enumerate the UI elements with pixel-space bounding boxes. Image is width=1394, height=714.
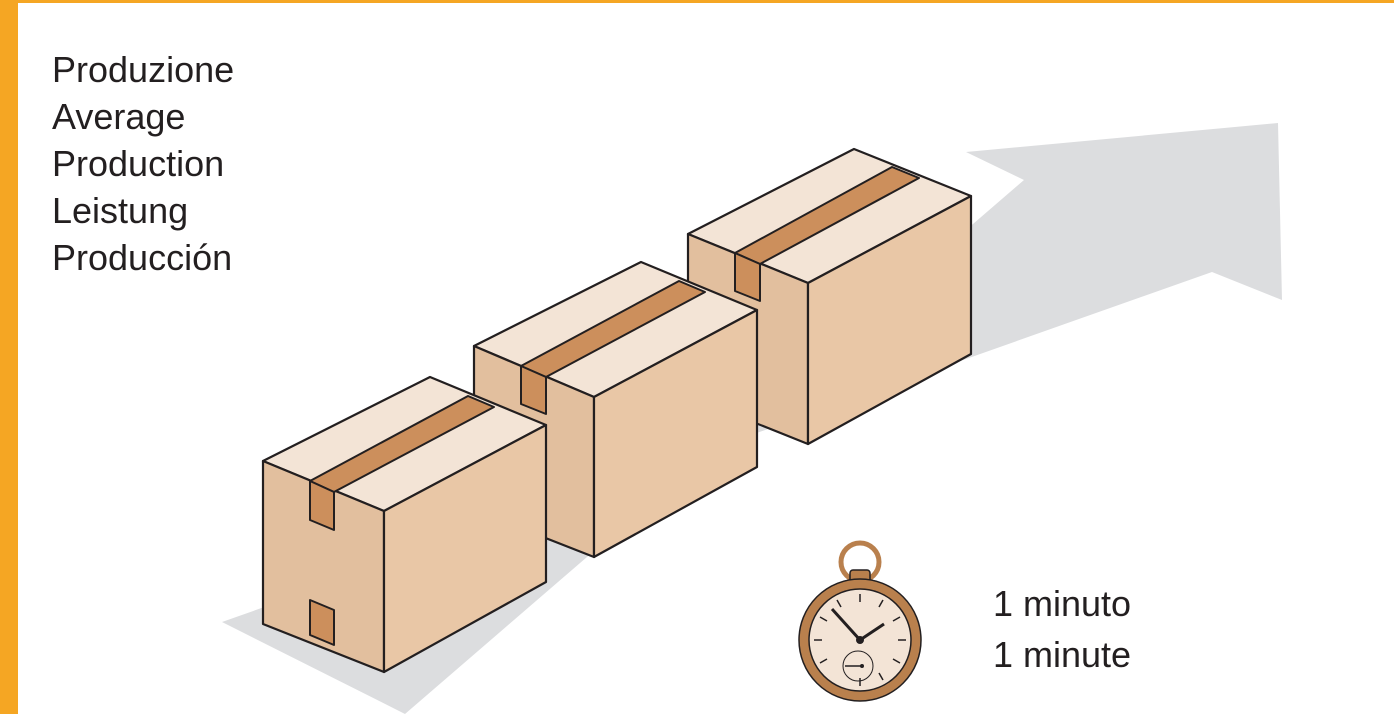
- time-label-english: 1 minute: [993, 629, 1131, 680]
- time-label-italian: 1 minuto: [993, 578, 1131, 629]
- time-labels: 1 minuto 1 minute: [993, 578, 1131, 680]
- stopwatch-icon: [799, 543, 921, 701]
